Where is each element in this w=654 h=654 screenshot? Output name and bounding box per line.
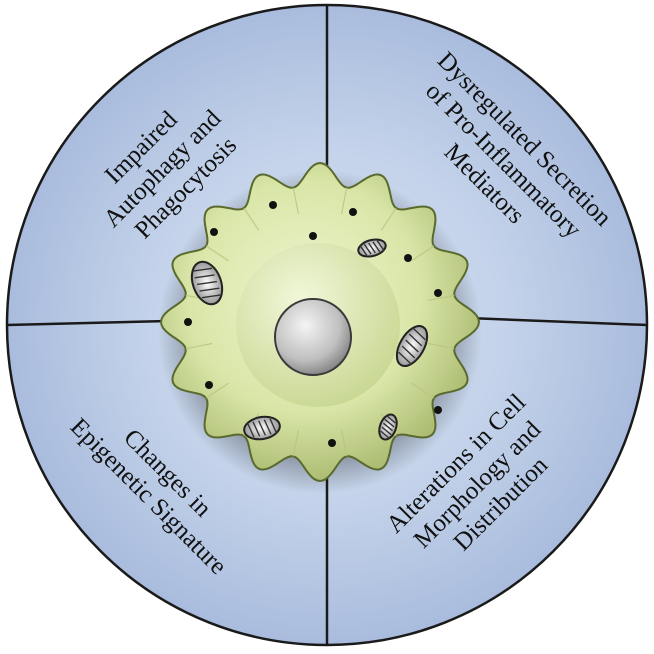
- nucleus: [274, 298, 352, 376]
- vesicle-dot: [205, 381, 213, 389]
- mitochondrion: [378, 413, 398, 441]
- vesicle-group: [184, 201, 442, 447]
- vesicle-dot: [434, 406, 442, 414]
- divider-horizontal-left: [6, 319, 169, 327]
- mitochondrion: [190, 260, 224, 306]
- vesicle-dot: [210, 228, 218, 236]
- vesicle-dot: [328, 439, 336, 447]
- macrophage-icon: [158, 161, 482, 494]
- vesicle-dot: [184, 318, 192, 326]
- mitochondrion: [243, 415, 281, 441]
- mitochondria-group: [190, 238, 429, 441]
- vesicle-dot: [309, 232, 317, 240]
- divider-horizontal-right: [467, 316, 648, 327]
- vesicle-dot: [269, 201, 277, 209]
- vesicle-dot: [434, 289, 442, 297]
- vesicle-dot: [404, 254, 412, 262]
- mitochondrion: [357, 238, 387, 258]
- mitochondrion: [395, 325, 429, 367]
- vesicle-dot: [349, 208, 357, 216]
